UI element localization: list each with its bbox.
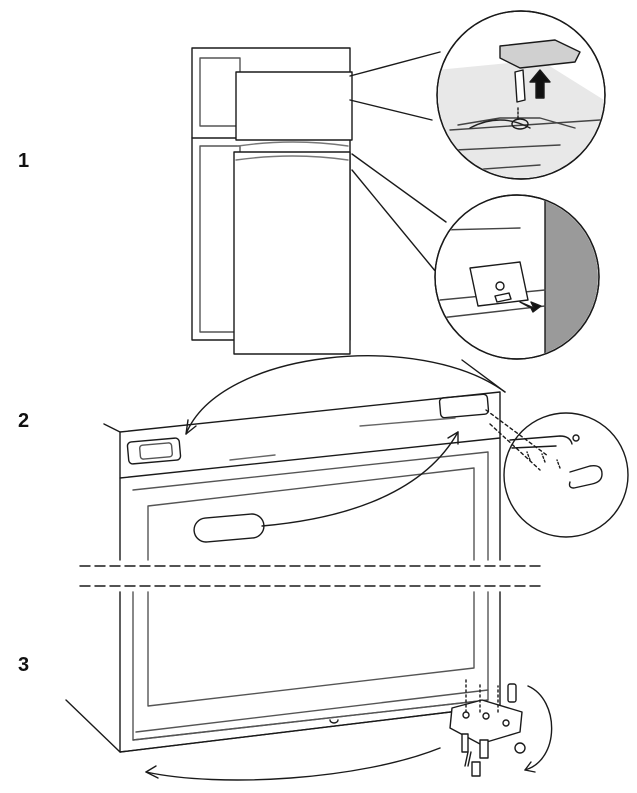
screw-icon [494, 292, 512, 303]
fridge-front-view [191, 47, 447, 355]
door-sides-upper [119, 437, 501, 561]
hinge-bracket-icon [469, 261, 529, 307]
arrow-up-icon [529, 69, 551, 99]
arrow-down-right-icon [519, 301, 542, 313]
door-inner-panel-upper [147, 467, 475, 561]
lower-hinge-assembly [449, 679, 526, 777]
curved-arrow-icon [145, 747, 441, 781]
door-inner-rim-upper [132, 451, 489, 561]
hinge-pin [507, 683, 517, 703]
screw-icon [471, 761, 481, 777]
middle-hinge-detail [434, 194, 600, 360]
screw-icon [461, 733, 469, 753]
hinge-bracket-icon [509, 435, 573, 449]
hinge-cover [499, 39, 581, 69]
floor-line [65, 699, 501, 753]
freezer-door-bottom-edge [237, 141, 349, 147]
screw-icon [514, 69, 526, 103]
handle-slot-left [126, 437, 182, 465]
curved-arrow-icon [261, 431, 459, 527]
handle-icon [568, 464, 603, 489]
hinge-bracket-icon [469, 119, 531, 129]
handle-slot-right [438, 393, 490, 419]
callout-top-hinge [349, 51, 441, 121]
step-number-2: 2 [18, 410, 30, 432]
freezer-door [235, 71, 353, 141]
screw-icon [479, 739, 489, 759]
door-top-edge [235, 155, 349, 161]
callout-middle-hinge [351, 153, 447, 273]
step-number-1: 1 [18, 150, 30, 172]
handle-detail [503, 412, 629, 538]
door-view [65, 355, 629, 781]
step-number-3: 3 [18, 654, 30, 676]
freezer-inner-liner [199, 57, 241, 127]
door-inner-panel-lower [147, 591, 475, 707]
curved-arrow-icon [185, 355, 506, 435]
assembly-guide-lines [485, 409, 549, 471]
top-edge-recess [229, 417, 456, 461]
hinge-bracket-icon [449, 699, 523, 745]
curved-arrow-icon [524, 685, 553, 771]
fridge-door [233, 151, 351, 355]
top-hinge-detail [436, 10, 606, 180]
door-top-edge-panel [119, 391, 501, 479]
handle-icon [193, 513, 265, 543]
